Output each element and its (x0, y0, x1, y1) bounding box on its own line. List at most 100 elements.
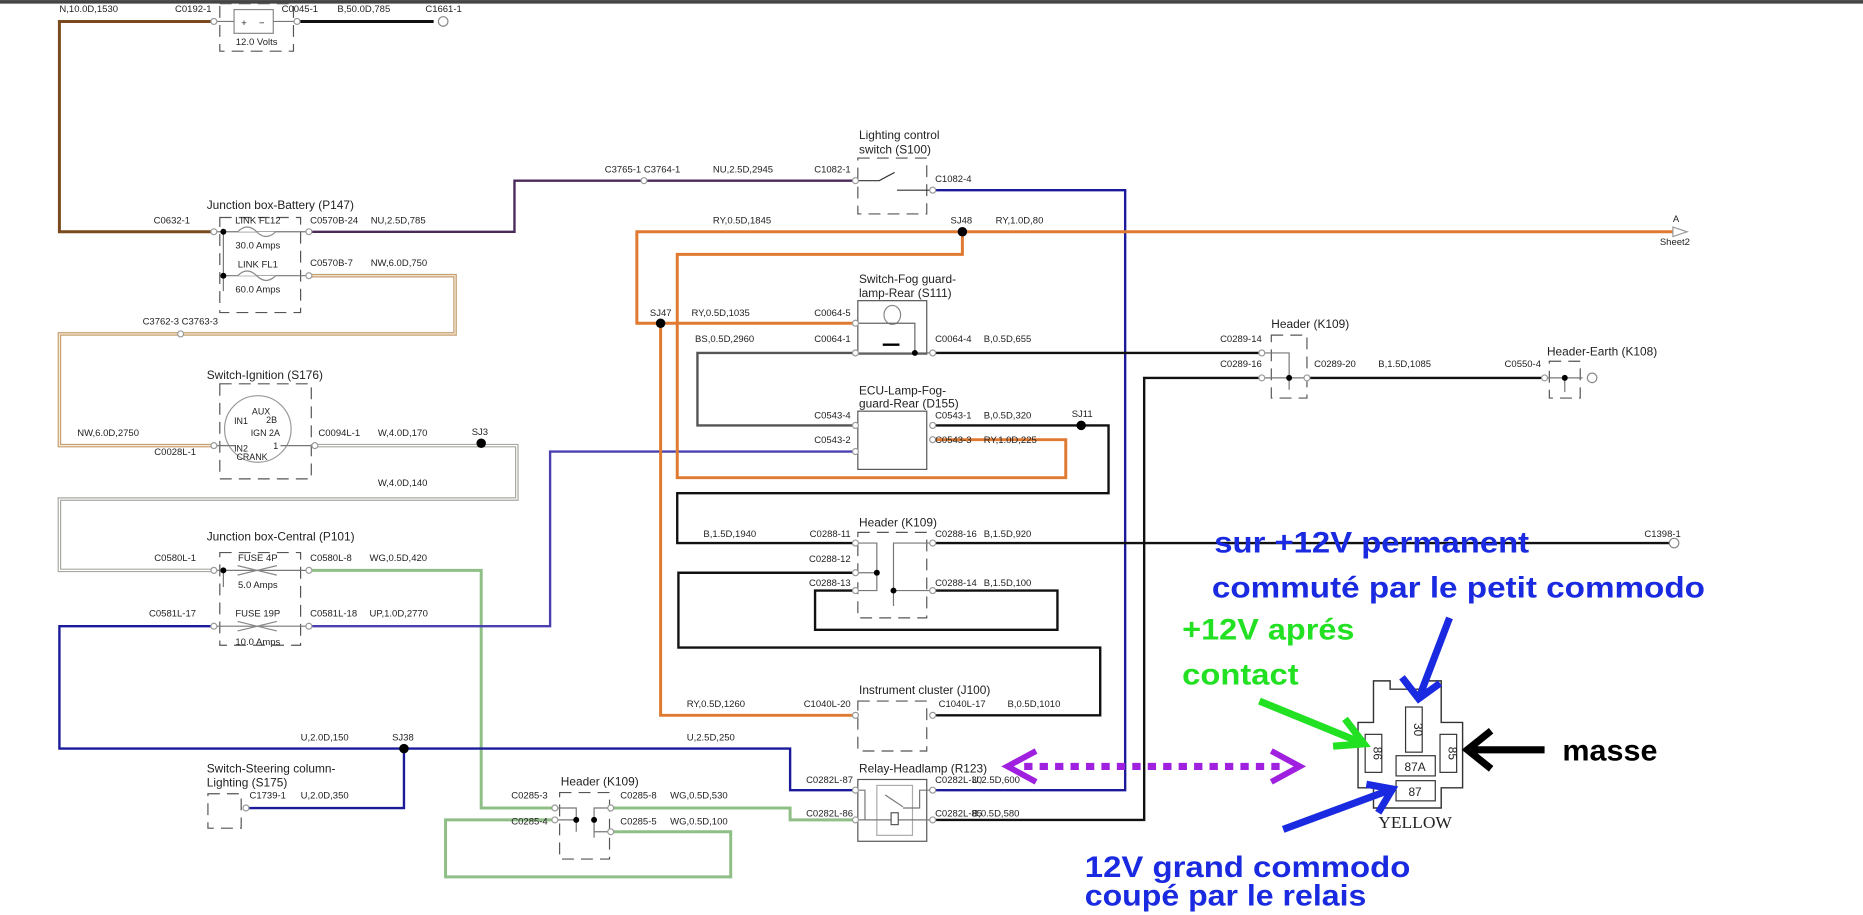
connector-pin (1541, 374, 1549, 382)
wire-w (57, 443, 519, 573)
sheet-arrow-icon[interactable] (1672, 226, 1690, 238)
fuse-icon (237, 226, 277, 238)
connector-pin (305, 228, 313, 236)
connector-pin (607, 804, 615, 812)
wire-wg-loop (444, 818, 733, 879)
connector-pin (929, 816, 937, 824)
lighting-control-switch: Lighting control switch (S100) (855, 128, 940, 215)
fuse-label: FUSE 4P (238, 553, 278, 564)
wire-u-600 (932, 188, 1127, 792)
wire-label: B,0.5D,320 (984, 410, 1032, 421)
annotation-high-beam: coupé par le relais (1085, 879, 1367, 912)
connector-pin (851, 421, 860, 429)
connector-label: C0282L-85 (935, 808, 982, 819)
splice-label: SJ47 (650, 308, 672, 319)
wire-label: WG,0.5D,420 (370, 553, 428, 564)
pin-label: IN2 (234, 444, 248, 454)
annotation-ground: masse (1562, 734, 1657, 767)
wire-b-loop-inner (813, 589, 1059, 631)
connector-pin (851, 349, 860, 357)
component-title: Relay-Headlamp (R123) (859, 761, 987, 775)
connector-pin (929, 587, 937, 595)
connector-label: C0581L-17 (149, 609, 196, 620)
connector-label: C1082-1 (814, 164, 850, 175)
pin-label: CRANK (236, 452, 267, 462)
connector-labels: C0192-1 C0045-1 C1661-1 C0632-1 C0570B-2… (143, 4, 1681, 828)
connector-pin (851, 711, 860, 719)
wire-label: NU,2.5D,2945 (713, 164, 773, 175)
wire-nu (308, 179, 856, 233)
ground-c1661 (437, 16, 449, 27)
wire-b-loop-outer (677, 571, 1102, 717)
wire-ry-1260 (659, 323, 856, 717)
splice-label: SJ38 (392, 732, 414, 743)
wire-label: RY,0.5D,1845 (713, 215, 771, 226)
connector-label: C0288-14 (935, 578, 977, 589)
header-k109-right: Header (K109) (1261, 317, 1349, 399)
connector-pin (929, 539, 937, 547)
battery: +− 12.0 Volts (213, 3, 298, 52)
connector-label: C0282L-86 (806, 808, 853, 819)
switch-fog-guard-lamp-rear: Switch-Fog guard- lamp-Rear (S111) (855, 272, 956, 356)
wire-label: RY,0.5D,1260 (687, 699, 745, 710)
pin-label: 2B (266, 415, 277, 425)
relay-color-label: YELLOW (1378, 813, 1452, 832)
wire-nw (57, 273, 457, 448)
connector-pin (210, 442, 218, 450)
connector-pin (640, 177, 648, 185)
wire-label: B,50.0D,785 (337, 4, 390, 15)
pin-label: AUX (252, 407, 270, 417)
fuse-label: FUSE 19P (235, 609, 280, 620)
battery-icon (233, 8, 274, 34)
wire-brown (57, 19, 214, 234)
ground-icon (1586, 372, 1598, 384)
connector-pin (210, 17, 218, 26)
lamp-icon (883, 304, 902, 326)
relay-headlamp: Relay-Headlamp (R123) (855, 761, 987, 842)
junction-box-battery: Junction box-Battery (P147) LINK FL12 30… (207, 198, 354, 314)
connector-pin (851, 319, 860, 327)
connector-label: C0282L-87 (806, 775, 853, 786)
connector-label: C1398-1 (1644, 529, 1680, 540)
annotation-ignition: contact (1182, 658, 1299, 691)
connector-label: C0288-12 (809, 554, 851, 565)
splice-dot (476, 438, 486, 448)
wires (57, 19, 1673, 879)
connector-pin (851, 569, 860, 577)
connector-pin (551, 816, 559, 824)
component-title: Header (K109) (859, 515, 937, 529)
connector-pin (551, 804, 559, 812)
connector-label: C3762-3 C3763-3 (143, 316, 219, 327)
connector-label: C0570B-7 (310, 258, 353, 269)
pin-label: IGN 2A (251, 428, 280, 438)
relay-pin-label: 87A (1405, 760, 1426, 774)
wire-label: U,2.5D,600 (972, 775, 1020, 786)
battery-voltage: 12.0 Volts (236, 37, 278, 48)
connector-label: C0285-8 (620, 790, 656, 801)
component-title: lamp-Rear (S111) (859, 286, 952, 300)
connector-label: C0570B-24 (310, 215, 358, 226)
wire-label: B,0.5D,580 (972, 808, 1020, 819)
connector-label: C0580L-1 (154, 553, 196, 564)
connector-label: C0285-3 (511, 790, 547, 801)
connector-label: C0550-4 (1505, 359, 1541, 370)
sheet-link[interactable]: Sheet2 (1660, 237, 1690, 248)
wire-label: NU,2.5D,785 (371, 215, 426, 226)
wire-b-580 (932, 376, 1262, 822)
wire-label: BS,0.5D,2960 (695, 334, 754, 345)
wire-ry-main (635, 230, 1673, 325)
connector-label: C0064-5 (814, 308, 850, 319)
connector-label: C1082-4 (935, 174, 971, 185)
wire-w-inner (58, 445, 518, 571)
arrow-icon (1461, 727, 1545, 772)
fuse-rating: 30.0 Amps (235, 240, 280, 251)
connector-pin (851, 786, 860, 794)
wire-label: B,0.5D,1010 (1008, 699, 1061, 710)
sheet-reference[interactable]: A Sheet2 (1660, 214, 1690, 248)
connector-label: C0045-1 (282, 4, 318, 15)
connector-label: C3765-1 C3764-1 (605, 164, 681, 175)
connector-label: C0064-4 (935, 334, 971, 345)
junction-box-central: Junction box-Central (P101) FUSE 4P 5.0 … (207, 530, 355, 649)
connector-pin (607, 828, 615, 836)
connector-label: C0543-1 (935, 410, 971, 421)
